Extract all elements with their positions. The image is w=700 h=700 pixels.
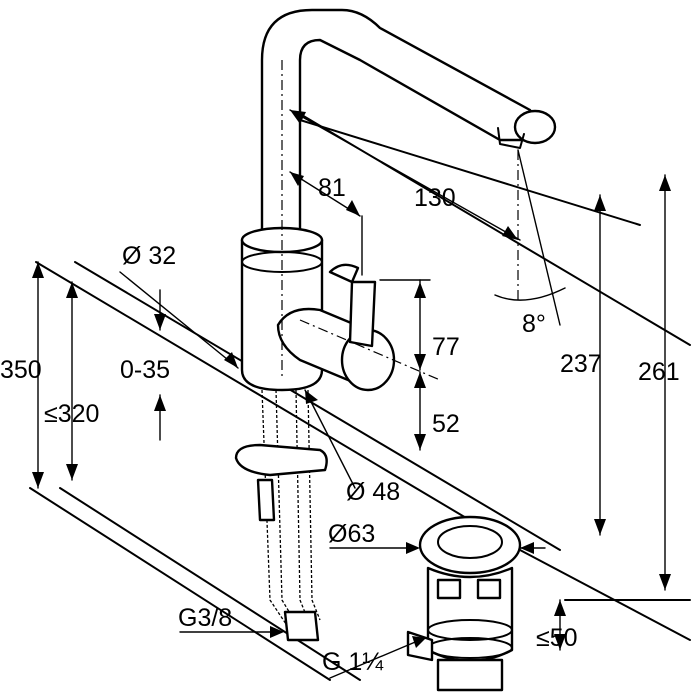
label-spout-height: 261	[638, 358, 680, 386]
mounting-bracket	[234, 443, 328, 642]
label-supply-thread: G3/8	[178, 604, 232, 632]
label-waste-diameter: Ø63	[328, 520, 375, 548]
label-deck-thickness: 0-35	[120, 356, 170, 384]
label-angle: 8°	[522, 310, 546, 338]
label-waste-height: ≤50	[536, 624, 578, 652]
dimension-labels: 130 81 Ø 32 0-35 350 ≤320 77 52 8° 237 2…	[0, 174, 680, 676]
label-spout-reach: 130	[414, 184, 456, 212]
label-lever-height: 77	[432, 333, 460, 361]
label-body-diameter: Ø 32	[122, 242, 176, 270]
label-handle-offset: 81	[318, 174, 346, 202]
label-height-total: 350	[0, 356, 42, 384]
faucet-spout	[260, 8, 557, 234]
label-height-max: ≤320	[44, 400, 99, 428]
pop-up-waste	[406, 515, 522, 692]
label-outlet-height: 237	[560, 350, 602, 378]
faucet-lever	[276, 263, 396, 392]
dimension-arrows	[32, 110, 671, 650]
label-waste-thread: G 1¼	[322, 648, 384, 676]
counter-outline	[29, 107, 691, 681]
label-lever-diameter: Ø 48	[346, 478, 400, 506]
label-lever-base: 52	[432, 410, 460, 438]
